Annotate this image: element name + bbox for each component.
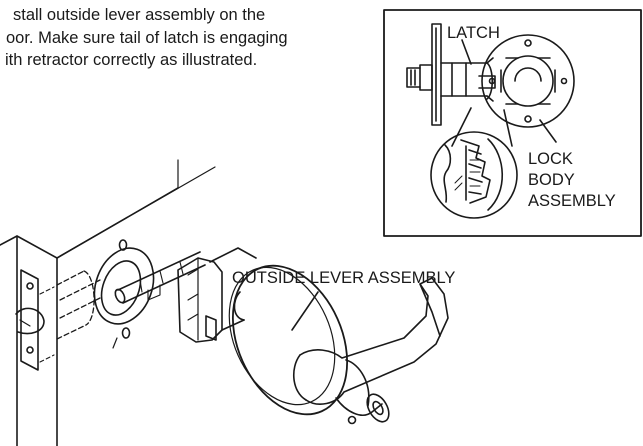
outside-lever-assembly-label: OUTSIDE LEVER ASSEMBLY xyxy=(232,269,455,287)
door-rose-plate xyxy=(93,239,155,349)
latch-leader-line xyxy=(461,39,472,65)
instruction-line-3: ith retractor correctly as illustrated. xyxy=(5,51,258,69)
inset-frame xyxy=(383,9,642,237)
lock-label-line-3: ASSEMBLY xyxy=(528,192,616,210)
lock-label-line-2: BODY xyxy=(528,171,575,189)
lever-handle xyxy=(293,277,449,425)
hidden-latch-dashed xyxy=(56,270,101,340)
instruction-text: stall outside lever assembly on the oor.… xyxy=(0,0,372,72)
inset-detail xyxy=(383,9,642,237)
magnified-engagement-detail xyxy=(430,107,518,219)
lock-label-line-1: LOCK xyxy=(528,150,573,168)
outside-lever-leader-line xyxy=(291,291,319,331)
instruction-line-2: oor. Make sure tail of latch is engaging xyxy=(6,28,288,47)
lock-body-leader-line xyxy=(539,119,557,143)
lock-body-drawing xyxy=(478,34,575,128)
spindle xyxy=(114,251,206,304)
lever-chassis xyxy=(177,247,257,343)
door-edge xyxy=(0,159,216,446)
latch-drawing xyxy=(406,23,494,126)
instruction-line-1: stall outside lever assembly on the xyxy=(13,6,266,24)
main-assembly-drawing xyxy=(0,159,449,446)
door-latch-faceplate xyxy=(15,269,55,371)
latch-label: LATCH xyxy=(447,24,500,42)
lever-rose xyxy=(228,264,349,416)
